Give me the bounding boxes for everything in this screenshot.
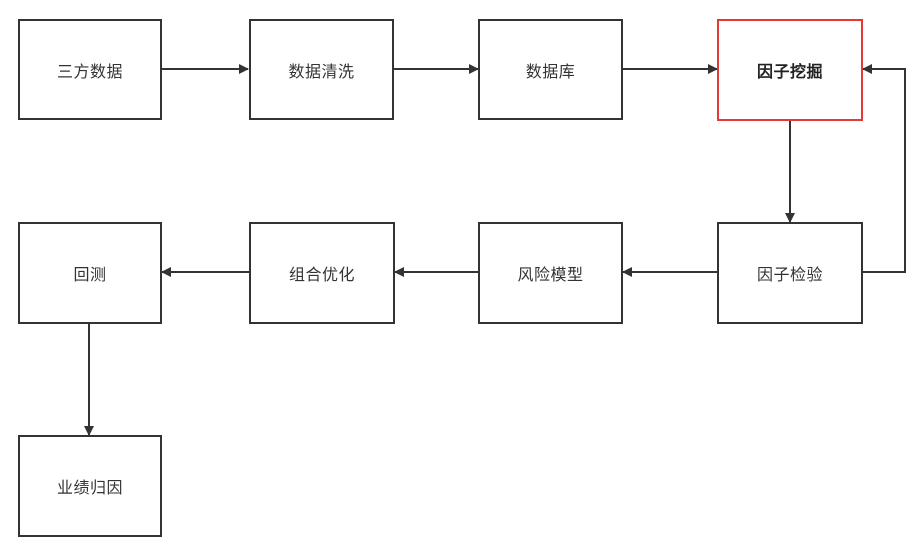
node-label: 因子挖掘 <box>756 62 823 81</box>
node-factor-testing[interactable]: 因子检验 <box>717 222 863 324</box>
node-factor-mining[interactable]: 因子挖掘 <box>717 19 863 121</box>
node-portfolio-optimization[interactable]: 组合优化 <box>249 222 395 324</box>
node-performance-attribution[interactable]: 业绩归因 <box>18 435 162 537</box>
node-third-party-data[interactable]: 三方数据 <box>18 19 162 120</box>
node-label: 数据清洗 <box>288 61 355 81</box>
node-label: 业绩归因 <box>56 478 123 497</box>
node-backtest[interactable]: 回测 <box>18 222 162 324</box>
node-label: 数据库 <box>525 61 576 81</box>
node-data-cleaning[interactable]: 数据清洗 <box>249 19 394 120</box>
edge-factor-testing-to-factor-mining <box>862 64 906 273</box>
node-label: 三方数据 <box>56 61 123 81</box>
node-label: 因子检验 <box>756 265 823 284</box>
node-label: 回测 <box>73 265 107 284</box>
node-risk-model[interactable]: 风险模型 <box>478 222 623 324</box>
node-label: 组合优化 <box>288 265 355 284</box>
node-label: 风险模型 <box>517 265 584 284</box>
node-database[interactable]: 数据库 <box>478 19 623 120</box>
